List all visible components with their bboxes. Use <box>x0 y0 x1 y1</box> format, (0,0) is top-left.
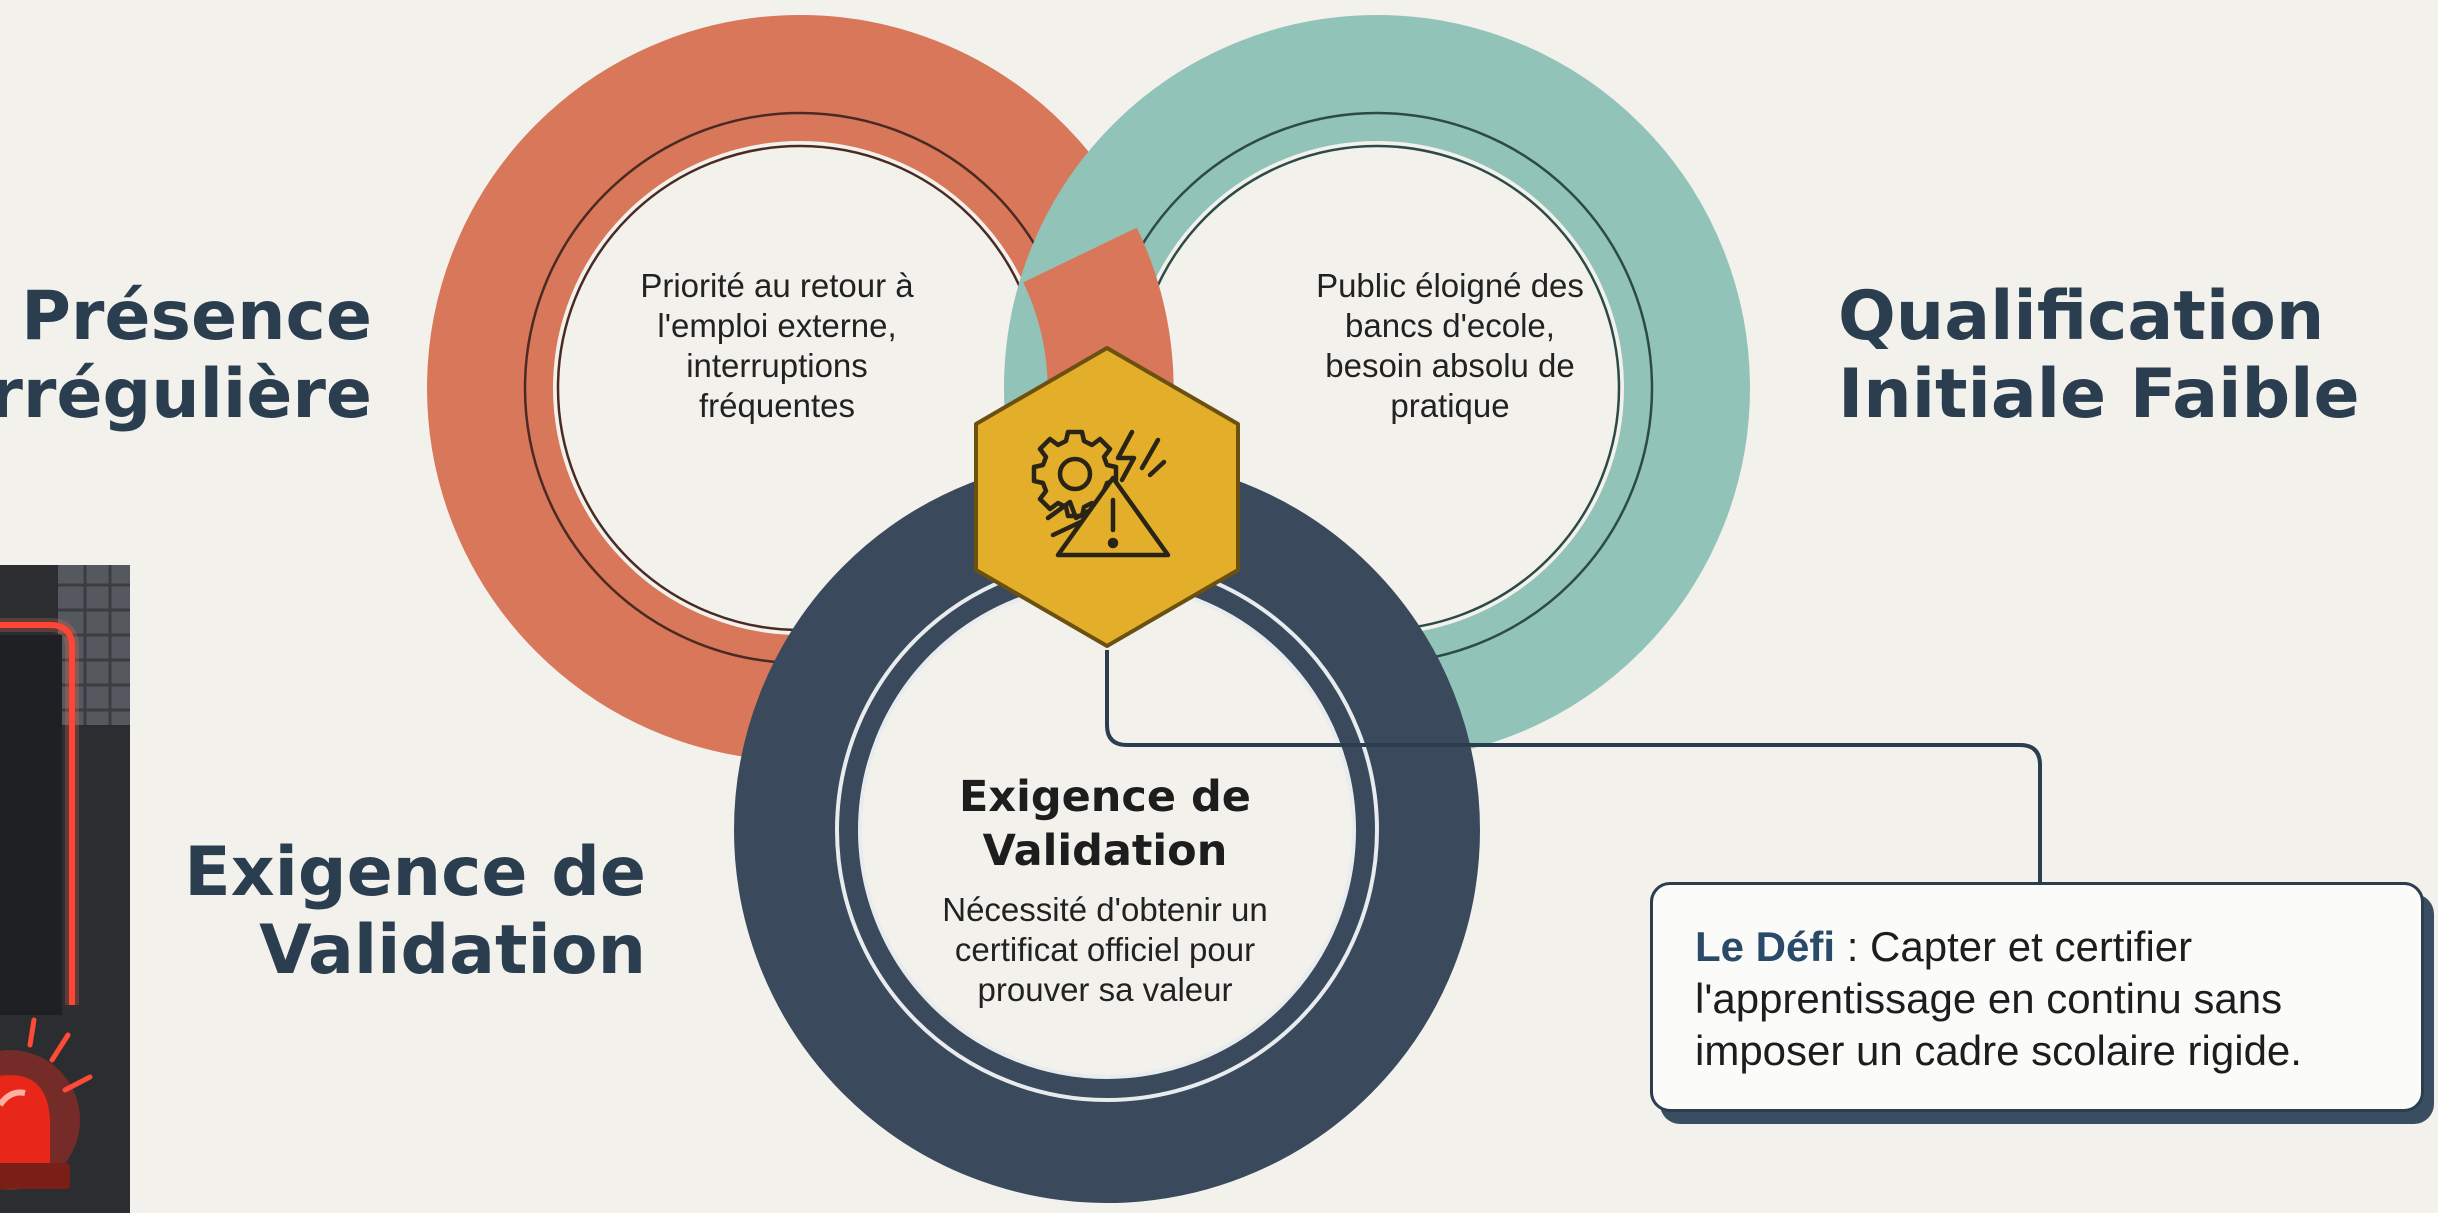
qualification-line-1: Qualification <box>1838 277 2325 356</box>
gear-warning-icon <box>1031 429 1171 558</box>
exigence-inner-line-1: Exigence de <box>959 772 1251 822</box>
defi-title: Le Défi <box>1695 923 1836 970</box>
exigence-outer-line-1: Exigence de <box>184 833 646 912</box>
necessite-line-2: certificat officiel pour <box>954 931 1256 968</box>
qualification-label: Qualification Initiale Faible <box>1838 278 2360 434</box>
defi-line-3: imposer un cadre scolaire rigide. <box>1695 1027 2302 1074</box>
public-line-3: besoin absolu de <box>1325 347 1575 384</box>
defi-line-2: l'apprentissage en continu sans <box>1695 975 2283 1022</box>
exigence-inner-title: Exigence de Validation <box>880 770 1330 878</box>
defi-callout: Le Défi : Capter et certifier l'apprenti… <box>1650 882 2424 1112</box>
public-line-1: Public éloigné des <box>1316 267 1584 304</box>
public-line-4: pratique <box>1390 387 1510 424</box>
priorite-description: Priorité au retour à l'emploi externe, i… <box>582 266 972 426</box>
defi-line-1-rest: : Capter et certifier <box>1835 923 2193 970</box>
alarm-panel <box>0 565 130 1213</box>
necessite-line-1: Nécessité d'obtenir un <box>942 891 1268 928</box>
presence-label: Présence Irrégulière <box>0 278 372 434</box>
exigence-outer-line-2: Validation <box>259 911 646 990</box>
presence-line-1: Présence <box>21 277 372 356</box>
necessite-description: Nécessité d'obtenir un certificat offici… <box>880 890 1330 1010</box>
public-line-2: bancs d'ecole, <box>1345 307 1555 344</box>
exigence-outer-label: Exigence de Validation <box>184 834 646 990</box>
alarm-siren-icon <box>0 565 130 1213</box>
connector-line <box>1105 650 2042 882</box>
priorite-line-4: fréquentes <box>699 387 855 424</box>
presence-line-2: Irrégulière <box>0 355 372 434</box>
qualification-line-2: Initiale Faible <box>1838 355 2360 434</box>
priorite-line-1: Priorité au retour à <box>640 267 914 304</box>
priorite-line-2: l'emploi externe, <box>657 307 897 344</box>
defi-line-1: Le Défi : Capter et certifier <box>1695 921 2415 973</box>
priorite-line-3: interruptions <box>686 347 868 384</box>
public-description: Public éloigné des bancs d'ecole, besoin… <box>1240 266 1660 426</box>
exigence-inner-line-2: Validation <box>982 826 1228 876</box>
necessite-line-3: prouver sa valeur <box>977 971 1233 1008</box>
defi-text: Le Défi : Capter et certifier l'apprenti… <box>1695 921 2415 1077</box>
